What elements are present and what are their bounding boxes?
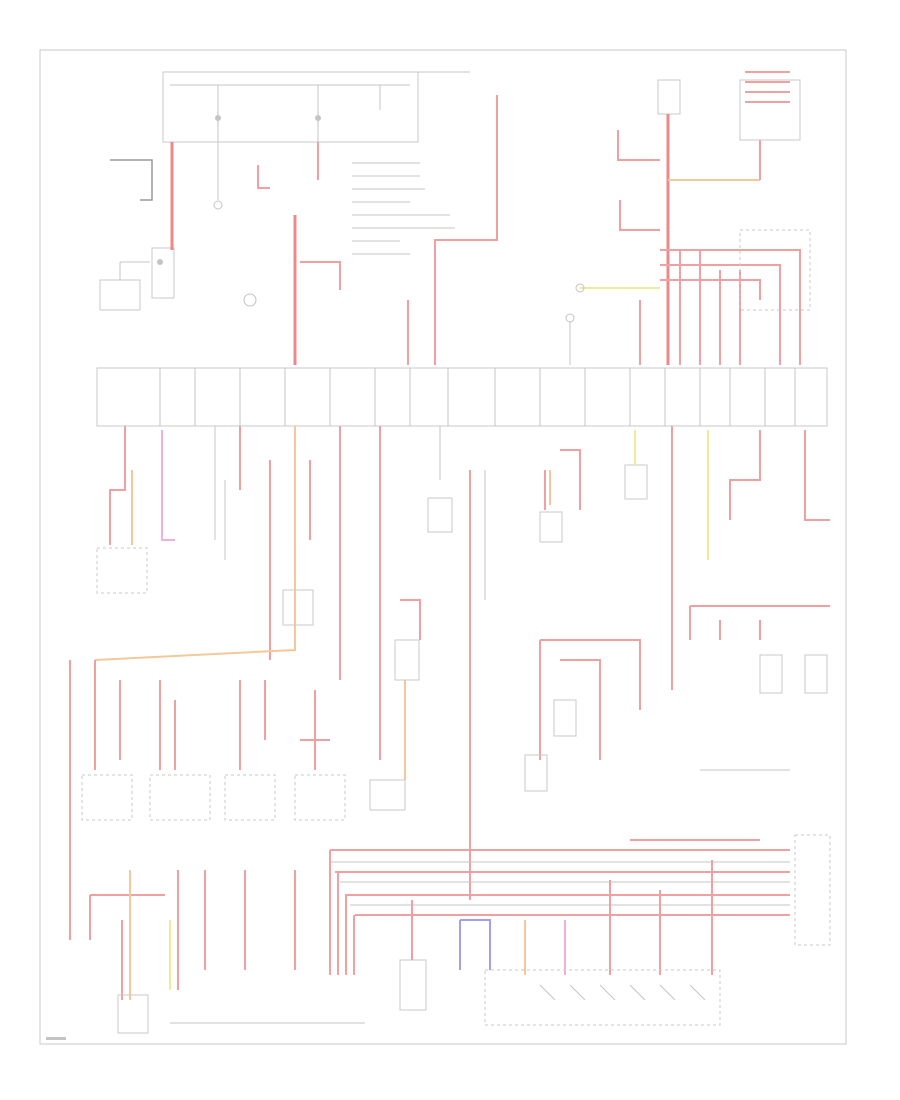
bottom-module-center	[399, 959, 427, 1011]
legend-list	[352, 162, 455, 255]
cluster-module-1	[759, 654, 783, 694]
relay-box-right	[739, 79, 801, 141]
module-row-5	[369, 779, 406, 811]
module-mid-1	[282, 589, 314, 626]
cluster-module-2	[804, 654, 828, 694]
switch-block	[484, 969, 721, 1026]
top-fuse-box	[162, 71, 419, 143]
connector-right	[794, 834, 831, 946]
battery-box	[151, 247, 175, 299]
module-row-2	[149, 774, 211, 821]
page-mark	[46, 1037, 66, 1040]
module-mid-right	[553, 699, 577, 737]
module-center-2	[539, 511, 563, 543]
fuse-row	[159, 368, 796, 426]
main-fuse-box	[96, 367, 828, 427]
bottom-module-left	[117, 994, 149, 1034]
module-mid-center	[394, 639, 420, 681]
module-row-3	[224, 774, 276, 821]
module-row-4	[294, 774, 346, 821]
starter-box	[99, 279, 141, 311]
module-center-3	[624, 464, 648, 500]
relay-top-right	[657, 79, 681, 115]
diagram-frame	[39, 49, 847, 1045]
module-row-1	[81, 774, 133, 821]
module-center-1	[427, 497, 453, 533]
switch-contacts	[539, 984, 706, 1001]
module-row-6	[524, 754, 548, 792]
module-left-1	[96, 547, 148, 594]
